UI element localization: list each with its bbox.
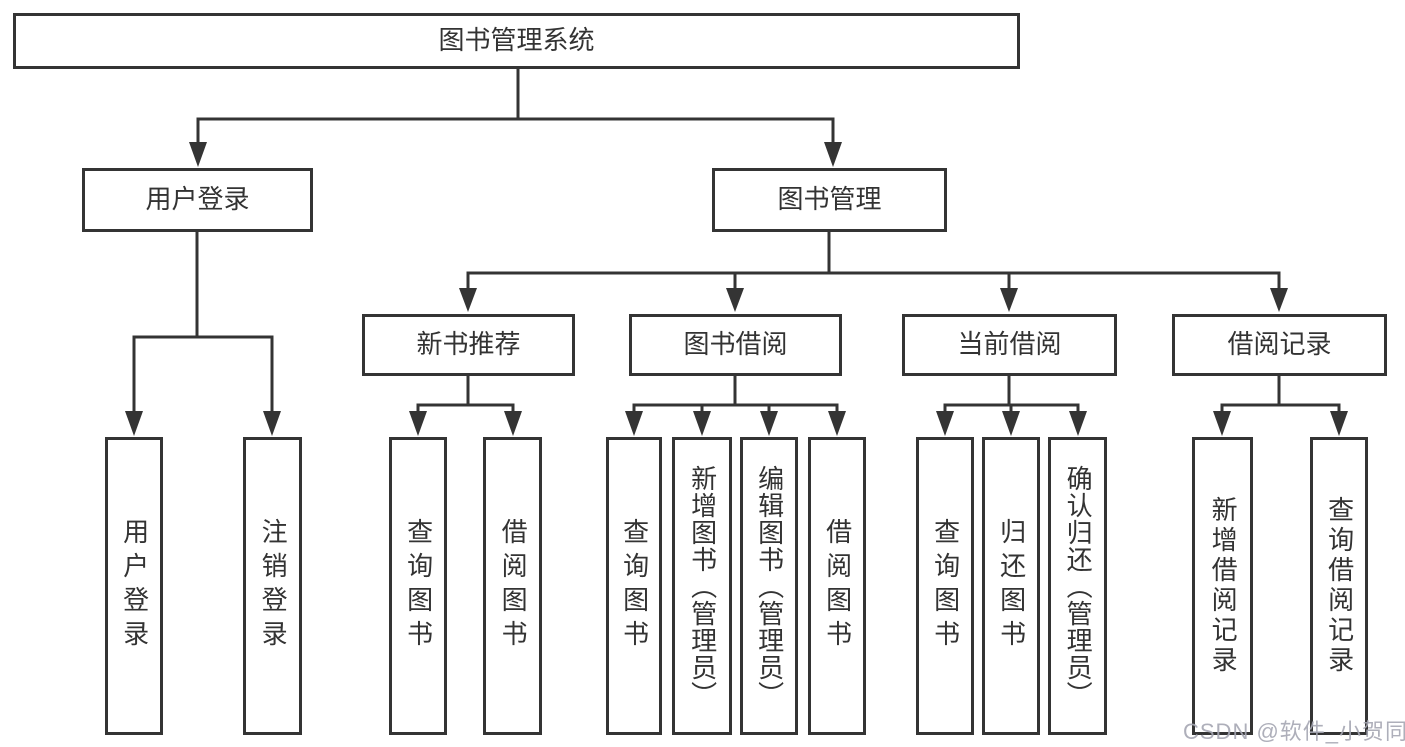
leaf-edit-books-admin: 编辑图书（管理员）	[740, 437, 798, 735]
leaf-add-borrow-record-label: 新增借阅记录	[1208, 496, 1239, 676]
leaf-edit-books-admin-label: 编辑图书（管理员）	[754, 464, 785, 708]
node-root: 图书管理系统	[13, 13, 1020, 69]
arrowheads	[125, 142, 1348, 436]
leaf-user-login: 用户登录	[105, 437, 163, 735]
leaf-recommend-borrow-books: 借阅图书	[483, 437, 542, 735]
leaf-borrow-books: 借阅图书	[808, 437, 866, 735]
leaf-borrow-query-books: 查询图书	[606, 437, 662, 735]
leaf-return-books: 归还图书	[982, 437, 1040, 735]
leaf-confirm-return-admin-label: 确认归还（管理员）	[1063, 464, 1094, 708]
node-borrow-records: 借阅记录	[1172, 314, 1387, 376]
leaf-borrow-books-label: 借阅图书	[822, 518, 853, 654]
node-borrow-records-label: 借阅记录	[1227, 329, 1332, 360]
leaf-recommend-query-books-label: 查询图书	[403, 518, 434, 654]
leaf-recommend-borrow-books-label: 借阅图书	[498, 518, 529, 654]
leaf-logout-label: 注销登录	[258, 518, 289, 654]
node-current-borrow-label: 当前借阅	[957, 329, 1062, 360]
leaf-add-borrow-record: 新增借阅记录	[1192, 437, 1253, 735]
node-new-book-recommend-label: 新书推荐	[416, 329, 521, 360]
node-book-management-label: 图书管理	[777, 184, 882, 215]
node-user-login: 用户登录	[82, 168, 313, 232]
leaf-return-books-label: 归还图书	[996, 518, 1027, 654]
leaf-current-query-books: 查询图书	[916, 437, 974, 735]
node-book-management: 图书管理	[712, 168, 947, 232]
node-book-borrow: 图书借阅	[629, 314, 842, 376]
node-new-book-recommend: 新书推荐	[362, 314, 575, 376]
leaf-borrow-query-books-label: 查询图书	[619, 518, 650, 654]
leaf-add-books-admin-label: 新增图书（管理员）	[687, 464, 718, 708]
csdn-watermark: CSDN @软件_小贺同学	[1183, 719, 1405, 744]
leaf-query-borrow-record-label: 查询借阅记录	[1324, 496, 1355, 676]
leaf-user-login-label: 用户登录	[119, 518, 150, 654]
leaf-logout: 注销登录	[243, 437, 302, 735]
node-user-login-label: 用户登录	[145, 184, 250, 215]
node-current-borrow: 当前借阅	[902, 314, 1117, 376]
leaf-confirm-return-admin: 确认归还（管理员）	[1048, 437, 1107, 735]
leaf-query-borrow-record: 查询借阅记录	[1310, 437, 1368, 735]
leaf-add-books-admin: 新增图书（管理员）	[672, 437, 732, 735]
node-book-borrow-label: 图书借阅	[683, 329, 788, 360]
node-root-label: 图书管理系统	[438, 25, 595, 56]
leaf-recommend-query-books: 查询图书	[389, 437, 447, 735]
leaf-current-query-books-label: 查询图书	[930, 518, 961, 654]
